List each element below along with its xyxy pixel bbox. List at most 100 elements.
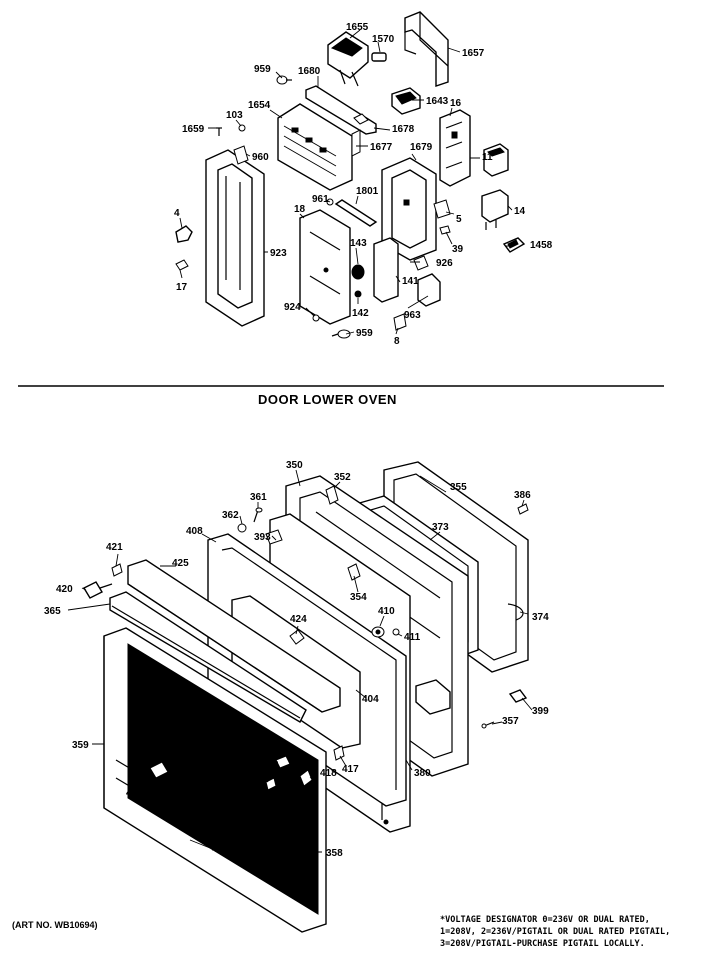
part-1678-clip — [353, 113, 369, 125]
label-1657: 1657 — [462, 48, 485, 59]
lower-leader-lines — [67, 469, 533, 853]
label-361: 361 — [250, 492, 267, 503]
label-422: 422 — [256, 754, 273, 765]
part-926-clip — [413, 255, 429, 271]
part-1458-plug — [502, 237, 526, 253]
label-963: 963 — [404, 310, 421, 321]
part-393-clip — [265, 529, 283, 545]
art-number: (ART NO. WB10694) — [12, 920, 98, 930]
part-425-top-trim — [127, 559, 341, 713]
part-11-switch — [483, 143, 509, 177]
label-1643: 1643 — [426, 96, 449, 107]
part-1679-box — [381, 157, 437, 261]
part-374-gasket-wire — [507, 603, 524, 621]
label-959-bottom: 959 — [356, 328, 373, 339]
label-961: 961 — [312, 194, 329, 205]
part-1654-control-board — [277, 103, 353, 191]
label-923: 923 — [270, 248, 287, 259]
part-141-bracket — [373, 237, 399, 303]
part-354-clip — [347, 563, 361, 581]
label-399-rear: 399 — [532, 706, 549, 717]
part-417-clip — [333, 745, 345, 761]
label-418: 418 — [320, 768, 337, 779]
part-362-washer — [237, 523, 247, 533]
label-362: 362 — [222, 510, 239, 521]
label-1458: 1458 — [530, 240, 553, 251]
label-424: 424 — [290, 614, 307, 625]
label-419: 419 — [212, 844, 229, 855]
label-1659: 1659 — [182, 124, 205, 135]
label-354: 354 — [350, 592, 367, 603]
part-924-screw — [312, 314, 320, 322]
part-1657-bracket — [404, 11, 449, 87]
part-959-screw-lower — [331, 329, 351, 339]
part-357-screw — [481, 721, 495, 729]
part-5-clip — [433, 199, 451, 219]
label-359: 359 — [72, 740, 89, 751]
lower-oven-door-assembly: 350 352 355 386 361 362 373 408 393 421 … — [44, 460, 549, 933]
label-416: 416 — [126, 788, 143, 799]
part-410-hinge — [371, 626, 385, 638]
part-411-screw — [392, 628, 400, 636]
label-421: 421 — [106, 542, 123, 553]
part-365-door-handle — [109, 591, 307, 723]
label-399-front: 399 — [246, 772, 263, 783]
label-373: 373 — [432, 522, 449, 533]
label-926: 926 — [436, 258, 453, 269]
part-142-screw — [354, 290, 362, 298]
part-963-bracket — [417, 273, 441, 307]
part-923-frame — [205, 149, 265, 327]
label-1680: 1680 — [298, 66, 321, 77]
label-1677: 1677 — [370, 142, 393, 153]
label-959-top: 959 — [254, 64, 271, 75]
label-1801: 1801 — [356, 186, 379, 197]
upper-control-assembly: 1655 1570 1657 959 1680 1643 1654 103 16… — [174, 11, 553, 347]
label-4: 4 — [174, 208, 180, 219]
part-361-screw — [253, 507, 263, 523]
label-352: 352 — [334, 472, 351, 483]
label-141: 141 — [402, 276, 419, 287]
label-365: 365 — [44, 606, 61, 617]
section-title: DOOR LOWER OVEN — [258, 392, 397, 407]
part-386-screw — [517, 503, 529, 515]
part-420-handle-screw — [83, 581, 113, 599]
part-959-screw-upper — [276, 75, 292, 85]
part-18-panel — [299, 209, 351, 325]
label-960: 960 — [252, 152, 269, 163]
voltage-note-line-2: 1=208V, 2=236V/PIGTAIL OR DUAL RATED PIG… — [440, 927, 670, 937]
label-11: 11 — [482, 152, 493, 163]
part-1570-clip — [371, 52, 387, 62]
label-103: 103 — [226, 110, 243, 121]
label-1678: 1678 — [392, 124, 415, 135]
label-358: 358 — [326, 848, 343, 859]
label-1570: 1570 — [372, 34, 395, 45]
label-5: 5 — [456, 214, 462, 225]
label-420: 420 — [56, 584, 73, 595]
upper-leader-lines — [179, 29, 514, 335]
part-14-switch — [481, 189, 509, 230]
part-4-knob — [175, 225, 193, 243]
part-103-screw — [238, 124, 246, 132]
part-8-clip — [393, 313, 407, 331]
part-143-knob — [351, 264, 365, 280]
label-417: 417 — [342, 764, 359, 775]
part-1643-relay — [391, 87, 421, 115]
voltage-note: *VOLTAGE DESIGNATOR 0=236V OR DUAL RATED… — [440, 915, 670, 949]
part-39-screw — [439, 225, 451, 235]
label-350: 350 — [286, 460, 303, 471]
part-399-screw-front — [265, 777, 277, 791]
label-1655: 1655 — [346, 22, 369, 33]
label-393: 393 — [254, 532, 271, 543]
label-924: 924 — [284, 302, 301, 313]
label-17: 17 — [176, 282, 188, 293]
label-39: 39 — [452, 244, 464, 255]
label-143: 143 — [350, 238, 367, 249]
voltage-note-line-3: 3=208V/PIGTAIL-PURCHASE PIGTAIL LOCALLY. — [440, 939, 645, 949]
part-352-clip — [325, 485, 339, 505]
label-404: 404 — [362, 694, 379, 705]
label-410: 410 — [378, 606, 395, 617]
label-357: 357 — [502, 716, 519, 727]
label-8: 8 — [394, 336, 400, 347]
part-424-clip — [289, 629, 305, 645]
